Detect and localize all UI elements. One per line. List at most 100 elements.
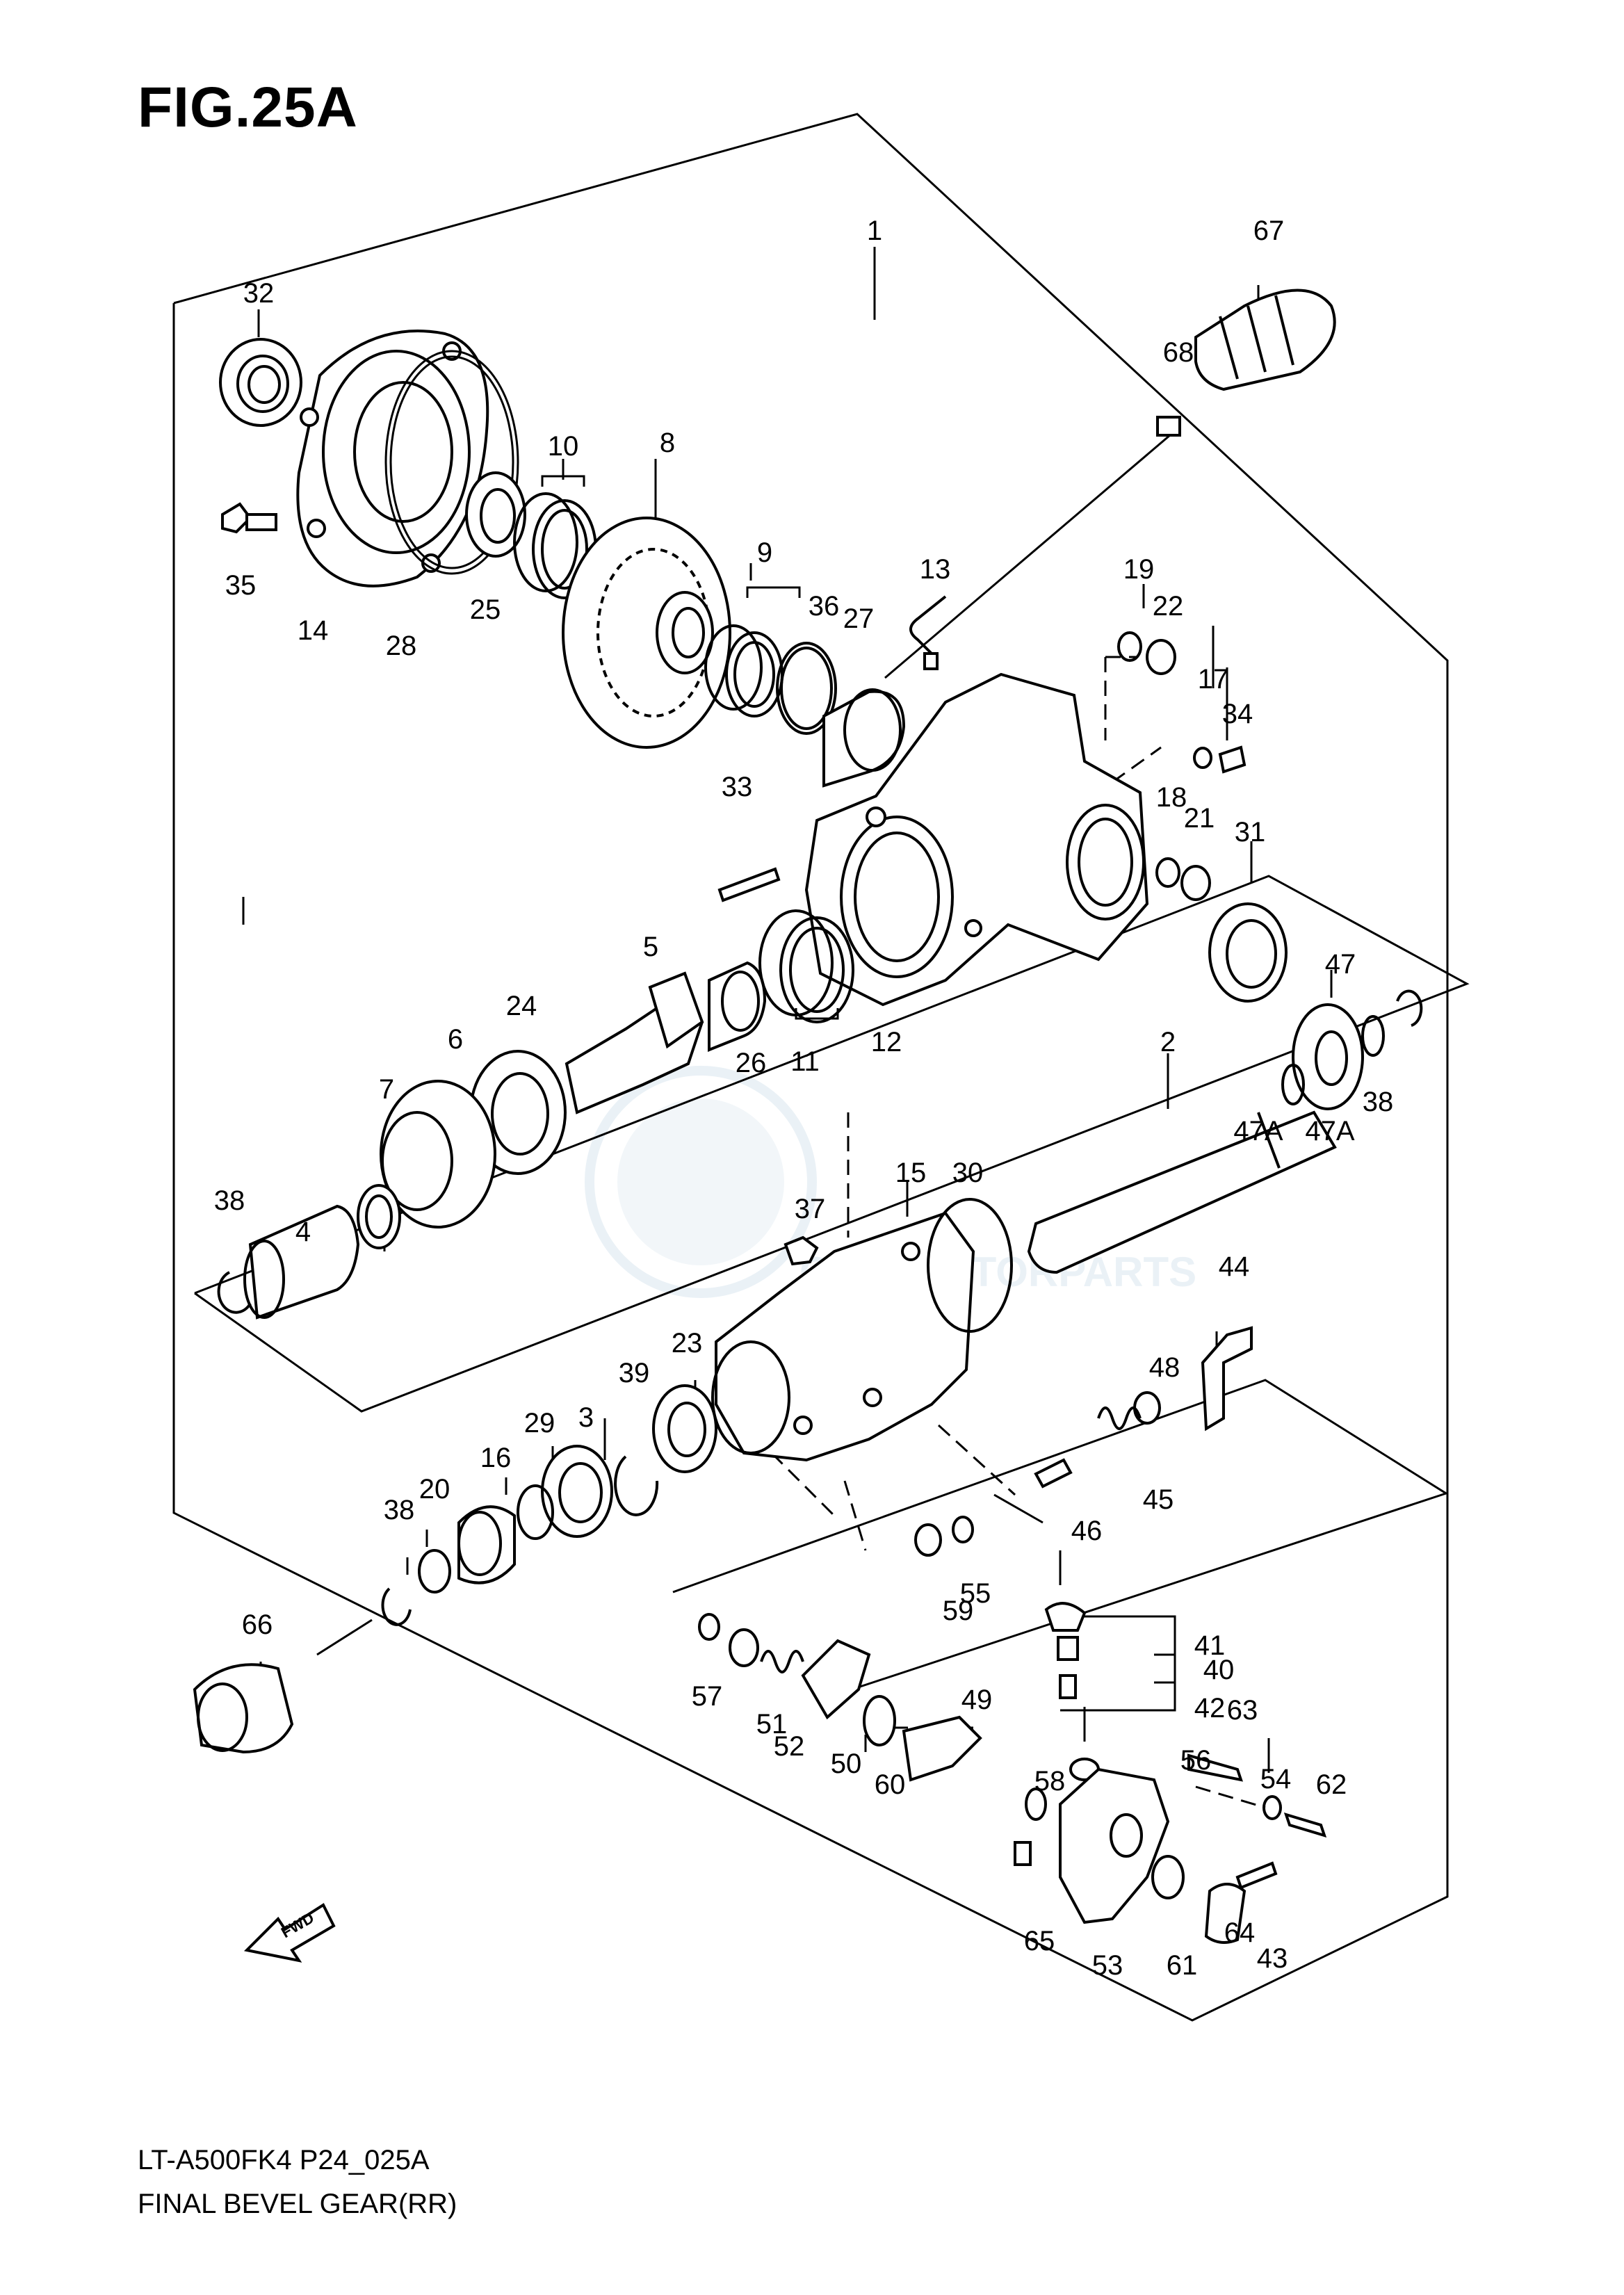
callout-label: 51	[756, 1709, 788, 1740]
part-gear-47	[1292, 1003, 1364, 1110]
callout-label: 57	[692, 1681, 723, 1712]
callout-label: 10	[548, 431, 579, 462]
part-washer-57	[698, 1613, 720, 1641]
callout-label: 11	[790, 1046, 820, 1077]
callout-label: 52	[774, 1731, 805, 1762]
part-bolt-62	[1283, 1812, 1327, 1838]
callout-label: 25	[470, 594, 501, 625]
part-plug-22	[1146, 639, 1176, 675]
callout-label: 54	[1260, 1764, 1292, 1794]
callout-label: 47	[1325, 949, 1356, 980]
part-washer-18	[1155, 857, 1180, 888]
callout-label: 31	[1235, 817, 1266, 848]
part-case-12	[804, 672, 1149, 1007]
callout-label: 18	[1156, 782, 1187, 813]
callout-label: 47A	[1305, 1116, 1354, 1146]
part-washer-58	[1025, 1787, 1047, 1821]
part-bush-51	[729, 1628, 759, 1667]
part-plunger-40	[1044, 1602, 1087, 1699]
callout-label: 38	[384, 1495, 415, 1525]
callout-label: 4	[295, 1217, 311, 1247]
part-housing-15	[711, 1211, 975, 1462]
callout-label: 16	[480, 1443, 512, 1473]
callout-label: 19	[1123, 554, 1155, 585]
callout-label: 32	[243, 278, 275, 309]
part-gasket-30	[927, 1198, 1013, 1333]
part-bearing-23	[652, 1384, 717, 1473]
part-oring-29	[517, 1484, 554, 1540]
callout-label: 35	[225, 570, 257, 601]
part-bolt-34	[1218, 745, 1247, 774]
part-lever-44	[1201, 1326, 1253, 1432]
callout-label: 44	[1219, 1251, 1250, 1282]
part-fork-50	[801, 1639, 871, 1720]
callout-label: 47A	[1233, 1116, 1283, 1146]
part-breather-13	[909, 595, 947, 670]
part-bearing-27	[822, 688, 906, 788]
callout-label: 55	[960, 1578, 991, 1609]
part-oring-28	[384, 350, 519, 575]
callout-label: 3	[578, 1402, 594, 1433]
part-pin-46	[1034, 1458, 1073, 1489]
part-shaft-49	[902, 1715, 982, 1782]
callout-label: 45	[1143, 1484, 1174, 1515]
callout-label: 33	[722, 772, 753, 802]
part-nut-37	[783, 1235, 819, 1266]
callout-label: 27	[843, 603, 875, 634]
part-sensor-43	[1204, 1883, 1247, 1944]
part-shims-11	[758, 909, 854, 1023]
callout-label: 48	[1149, 1352, 1180, 1383]
part-washer-17	[1193, 747, 1212, 769]
part-cover-14	[296, 330, 489, 587]
callout-label: 17	[1198, 664, 1229, 695]
part-bearing-26	[708, 961, 767, 1052]
part-plug-21	[1180, 865, 1211, 901]
part-pin-65	[1014, 1841, 1032, 1866]
part-washer-47a-2	[1361, 1015, 1385, 1057]
callout-label: 7	[379, 1074, 394, 1105]
assembly-frame	[172, 113, 1470, 2022]
callout-label: 60	[875, 1769, 906, 1800]
part-washer-47a-1	[1281, 1064, 1305, 1105]
part-bolt-64	[1235, 1861, 1278, 1890]
callout-label: 67	[1253, 216, 1285, 246]
part-stud-33	[717, 867, 781, 902]
callout-label: 37	[795, 1194, 826, 1224]
part-seal-3	[541, 1445, 613, 1538]
callout-label: 34	[1222, 699, 1253, 729]
part-shaft-2	[1027, 1110, 1337, 1274]
callout-label: 23	[672, 1328, 703, 1359]
callout-label: 50	[831, 1749, 862, 1779]
part-spring-45	[1097, 1406, 1142, 1430]
callout-label: 38	[214, 1185, 245, 1216]
part-cup-16	[457, 1505, 516, 1584]
part-plug-59	[914, 1523, 942, 1557]
callout-label: 64	[1224, 1917, 1256, 1948]
part-circlip-38b	[1396, 989, 1423, 1027]
part-pinion-5	[565, 971, 704, 1114]
callout-label: 20	[419, 1474, 450, 1505]
callout-labels: 1234567891011121314151617181920212223242…	[214, 216, 1394, 1981]
part-bolt-63	[1187, 1753, 1243, 1782]
part-washer-55	[952, 1516, 974, 1543]
callout-label: 53	[1092, 1950, 1123, 1981]
part-seal-32	[219, 338, 302, 427]
callout-label: 15	[895, 1158, 927, 1188]
callout-label: 6	[448, 1024, 463, 1055]
figure-title: FIG.25A	[138, 76, 358, 139]
part-bearing-6	[380, 1080, 496, 1228]
part-boot-66	[193, 1663, 294, 1754]
callout-label: 46	[1071, 1516, 1103, 1546]
callout-label: 63	[1227, 1695, 1258, 1726]
callout-label: 9	[757, 537, 772, 568]
callout-label: 21	[1184, 803, 1215, 834]
callout-label: 66	[242, 1609, 273, 1640]
callout-label: 26	[736, 1048, 767, 1078]
callout-label: 29	[524, 1408, 555, 1438]
callout-label: 62	[1316, 1769, 1347, 1800]
callout-label: 41	[1194, 1630, 1226, 1661]
callout-label: 5	[643, 932, 658, 962]
callout-label: 28	[386, 631, 417, 661]
part-washer-54	[1262, 1795, 1282, 1820]
part-bearing-25	[465, 471, 526, 558]
